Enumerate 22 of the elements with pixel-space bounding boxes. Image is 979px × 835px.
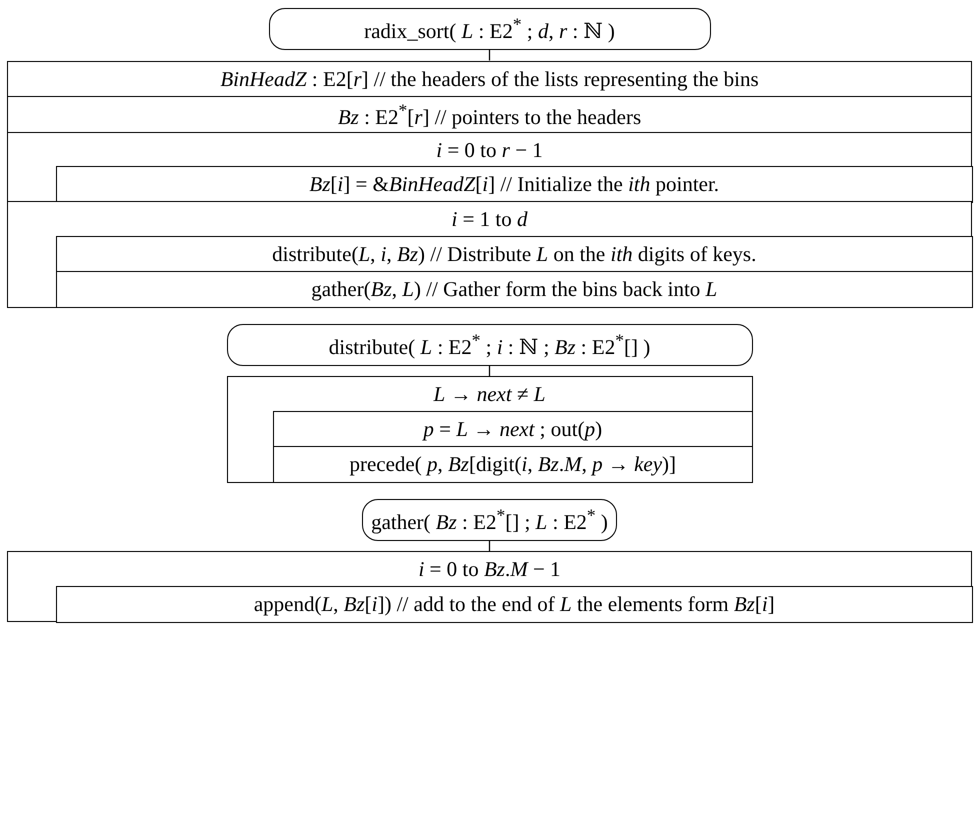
statement-box: BinHeadZ : E2[r] // the headers of the lists representing the bins [7, 60, 972, 98]
statement-box: Bz[i] = &BinHeadZ[i] // Initialize the ith pointer. [56, 166, 972, 203]
loop-condition: i = 0 to r − 1 [435, 136, 544, 164]
connector-line [488, 366, 490, 376]
loop-block [7, 551, 972, 622]
statement-box: gather(Bz, L) // Gather form the bins back into L [56, 271, 972, 308]
connector-line [488, 540, 490, 551]
procedure-header: gather( Bz : E2$^{*}$[] ; L : E2$^{*}$ ) [362, 498, 617, 540]
loop-block [226, 376, 752, 482]
loop-block [7, 201, 972, 308]
loop-condition: L → next ≠ L [432, 381, 546, 408]
loop-block [7, 132, 972, 202]
connector-line [488, 50, 490, 60]
statement-box: p = L → next ; out(p) [272, 410, 753, 448]
statement-box: precede( p, Bz[digit(i, Bz.M, p → key)] [272, 446, 753, 483]
statement-box: Bz : E2$^{*}$[r] // pointers to the headers [7, 96, 972, 133]
statement-box: distribute(L, i, Bz) // Distribute L on the ith digits of keys. [56, 236, 972, 272]
statement-box: append(L, Bz[i]) // add to the end of L the elements form Bz[i] [56, 586, 972, 622]
procedure-header: distribute( L : E2$^{*}$ ; i : ℕ ; Bz : E2$^{*}$[] ) [226, 324, 752, 366]
loop-condition: i = 0 to Bz.M − 1 [417, 556, 562, 583]
procedure-header: radix_sort( L : E2$^{*}$ ; d, r : ℕ ) [268, 8, 710, 50]
loop-condition: i = 1 to d [450, 206, 529, 233]
